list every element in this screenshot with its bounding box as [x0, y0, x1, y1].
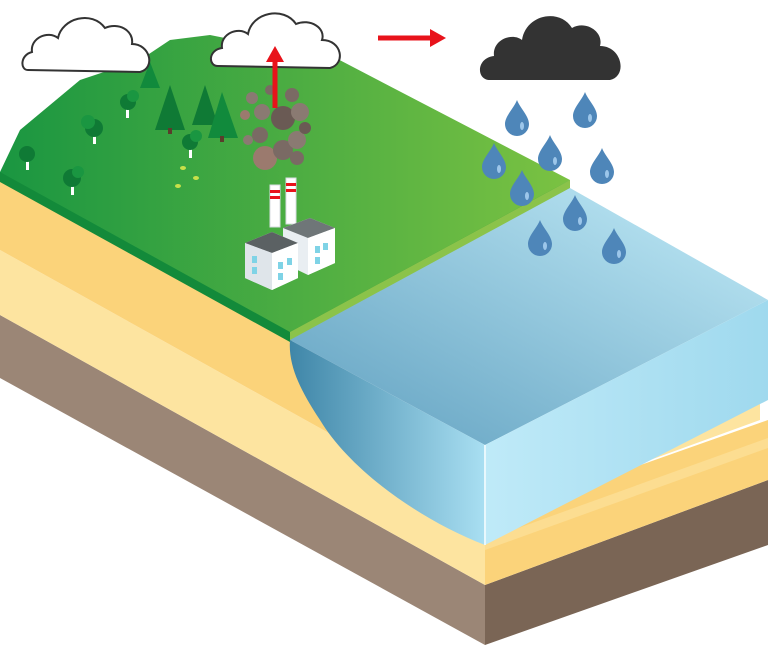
- water-front: [289, 340, 485, 545]
- round-tree-icon: [19, 146, 35, 170]
- raindrop-highlight: [617, 250, 621, 258]
- raindrop-highlight: [605, 170, 609, 178]
- factory-icon: [245, 177, 335, 290]
- round-tree-icon: [120, 90, 139, 118]
- raindrop-highlight: [543, 242, 547, 250]
- raindrops: [482, 92, 626, 264]
- right-soil-layer: [485, 480, 768, 645]
- raindrop-highlight: [588, 114, 592, 122]
- water-side: [485, 300, 768, 545]
- pine-tree-icon: [155, 85, 185, 134]
- round-tree-icon: [63, 166, 84, 195]
- raindrop-highlight: [497, 165, 501, 173]
- water-body: [289, 188, 768, 545]
- right-pale-layer: [485, 438, 768, 550]
- raindrop-highlight: [578, 217, 582, 225]
- pine-tree-icon: [140, 62, 160, 88]
- cloud-icon: [210, 12, 341, 70]
- shrub-icon: [175, 166, 199, 188]
- raindrop-highlight: [525, 192, 529, 200]
- pale-sand-layer: [0, 250, 485, 585]
- right-sand-layer: [485, 420, 768, 585]
- round-tree-icon: [182, 130, 202, 158]
- grass-surface: [0, 35, 570, 335]
- raindrop-highlight: [553, 157, 557, 165]
- raindrop-icon: [573, 92, 597, 128]
- raindrop-icon: [505, 100, 529, 136]
- dark-cloud-icon: [479, 16, 621, 80]
- raindrop-icon: [590, 148, 614, 184]
- forest: [19, 62, 238, 195]
- cloud-icon: [21, 17, 151, 74]
- upward-arrow-icon: [266, 46, 284, 108]
- smoke-plume: [240, 85, 311, 170]
- soil-layer: [0, 315, 485, 645]
- raindrop-icon: [538, 135, 562, 171]
- pine-tree-icon: [208, 92, 238, 142]
- pine-tree-icon: [192, 85, 218, 125]
- raindrop-highlight: [520, 122, 524, 130]
- grass-edge-light: [290, 180, 570, 342]
- right-arrow-icon: [378, 29, 446, 47]
- round-tree-icon: [81, 115, 103, 144]
- water-surface: [290, 188, 768, 445]
- right-face-layers: [485, 420, 768, 645]
